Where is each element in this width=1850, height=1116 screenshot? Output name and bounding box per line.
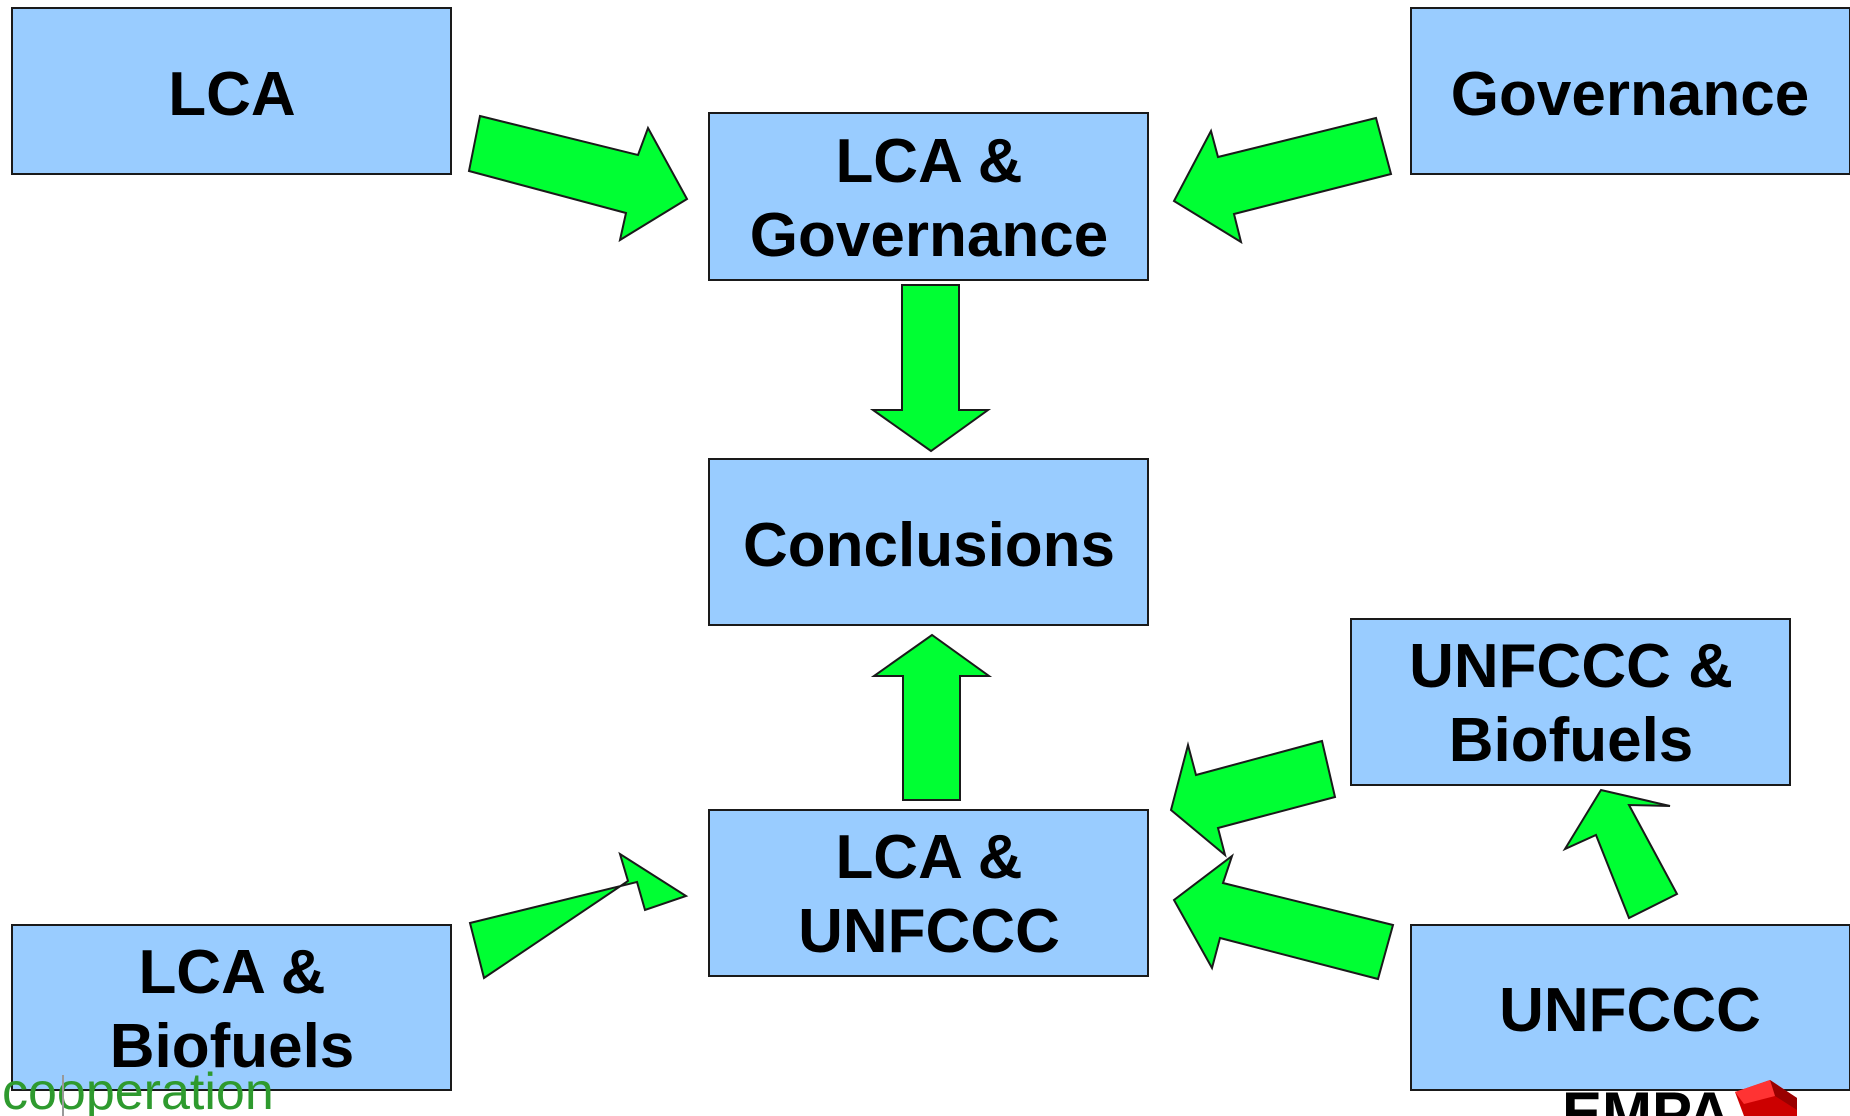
- node-label-line: UNFCCC: [798, 897, 1060, 966]
- arrow-lca-to-lca-governance: [467, 114, 689, 243]
- node-lca-biofuels-label: LCA &Biofuels: [110, 938, 355, 1081]
- node-lca-unfccc: LCA &UNFCCC: [708, 809, 1149, 977]
- node-lca-governance-label: LCA &Governance: [750, 127, 1108, 270]
- node-unfccc-biofuels: UNFCCC &Biofuels: [1350, 618, 1791, 786]
- arrow-unfccc-to-unfccc-biofuels: [1562, 788, 1679, 920]
- arrow-governance-to-lca-governance: [1172, 116, 1393, 245]
- node-unfccc: UNFCCC: [1410, 924, 1850, 1091]
- arrow-lca-biofuels-to-lca-unfccc: [468, 851, 689, 980]
- arrow-unfccc-to-lca-unfccc: [1172, 853, 1395, 981]
- empa-logo: EMPA: [1562, 1080, 1797, 1116]
- node-label-line: LCA: [168, 60, 295, 129]
- footer-cooperation-text: cooperation: [2, 1063, 274, 1116]
- node-lca-biofuels: LCA &Biofuels: [11, 924, 452, 1091]
- node-label-line: UNFCCC: [1499, 976, 1761, 1045]
- node-label-line: Conclusions: [743, 511, 1115, 580]
- node-label-line: LCA &: [835, 823, 1022, 892]
- node-conclusions-label: Conclusions: [743, 511, 1115, 580]
- node-label-line: LCA &: [835, 127, 1022, 196]
- node-label-line: UNFCCC &: [1409, 632, 1733, 701]
- arrow-lca-governance-to-conclusions: [869, 284, 992, 453]
- node-label-line: Governance: [1451, 60, 1809, 129]
- node-governance: Governance: [1410, 7, 1850, 175]
- node-lca-governance: LCA &Governance: [708, 112, 1149, 281]
- node-lca-label: LCA: [168, 60, 295, 129]
- node-unfccc-label: UNFCCC: [1499, 976, 1761, 1045]
- arrow-lca-unfccc-to-conclusions: [870, 633, 993, 801]
- node-label-line: Governance: [750, 201, 1108, 270]
- node-lca-unfccc-label: LCA &UNFCCC: [798, 823, 1060, 966]
- empa-logo-text: EMPA: [1562, 1080, 1731, 1116]
- node-lca: LCA: [11, 7, 452, 175]
- node-unfccc-biofuels-label: UNFCCC &Biofuels: [1409, 632, 1733, 775]
- node-label-line: Biofuels: [1449, 706, 1694, 775]
- node-governance-label: Governance: [1451, 60, 1809, 129]
- arrow-unfccc-biofuels-to-lca-unfccc: [1169, 739, 1337, 858]
- node-label-line: Biofuels: [110, 1012, 355, 1081]
- node-label-line: LCA &: [138, 938, 325, 1007]
- node-conclusions: Conclusions: [708, 458, 1149, 626]
